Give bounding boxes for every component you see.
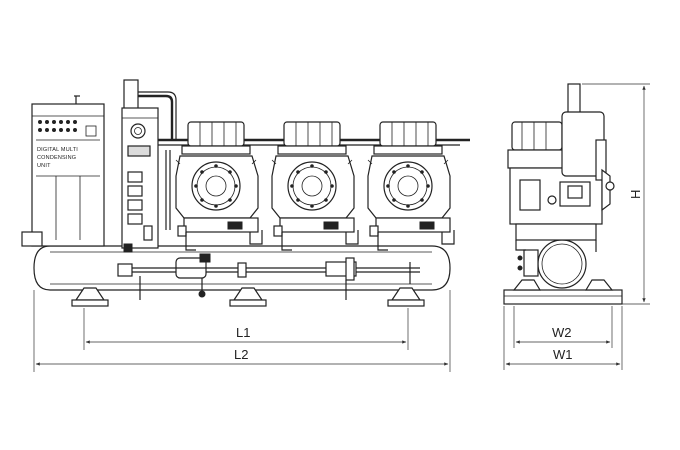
- w2-label: W2: [552, 325, 572, 340]
- side-receiver: [517, 239, 587, 289]
- indicator-lamps: [38, 120, 77, 132]
- side-oil-separator: [561, 83, 615, 212]
- panel-label-line2: CONDENSING: [37, 155, 76, 161]
- l1-label: L1: [236, 325, 250, 340]
- front-view: DIGITAL MULTI CONDENSING UNIT: [21, 79, 470, 372]
- dimension-l1: L1: [83, 308, 409, 350]
- side-view: H W2 W1: [503, 83, 650, 370]
- w1-label: W1: [553, 347, 573, 362]
- liquid-line: [117, 253, 420, 300]
- mounting-feet: [71, 287, 425, 307]
- l2-label: L2: [234, 347, 248, 362]
- compressor-1: [175, 121, 263, 251]
- oil-separator: [121, 79, 159, 253]
- side-compressor: [507, 121, 603, 252]
- side-base-frame: [503, 279, 623, 305]
- control-panel: DIGITAL MULTI CONDENSING UNIT: [21, 95, 105, 247]
- dimension-h: H: [582, 83, 650, 305]
- panel-label-line1: DIGITAL MULTI: [37, 147, 78, 153]
- dimension-l2: L2: [33, 290, 451, 372]
- compressor-2: [271, 121, 359, 251]
- dimension-w2: W2: [513, 306, 613, 348]
- panel-label-line3: UNIT: [37, 163, 51, 169]
- compressor-3: [367, 121, 455, 251]
- dimension-w1: W1: [503, 306, 623, 370]
- h-label: H: [628, 190, 643, 199]
